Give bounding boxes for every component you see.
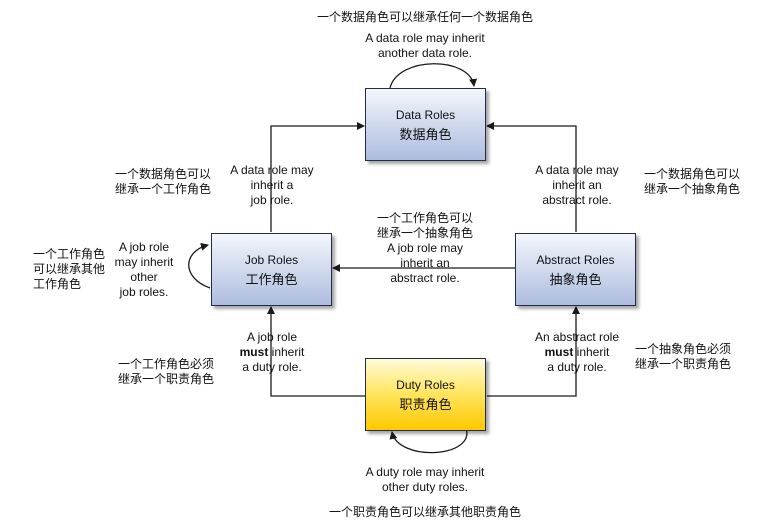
self-loop-duty <box>389 427 468 454</box>
duty-roles-box: Duty Roles 职责角色 <box>365 358 486 431</box>
job-duty-label-zh: 一个工作角色必须 继承一个职责角色 <box>118 357 215 386</box>
data-job-label-zh: 一个数据角色可以 继承一个工作角色 <box>115 167 212 196</box>
self-loop-job <box>188 242 211 289</box>
arrow-duty-to-abstract <box>487 306 580 397</box>
duty-roles-en: Duty Roles <box>396 377 455 392</box>
self-loop-data <box>389 63 478 89</box>
job-self-label-zh: 一个工作角色 可以继承其他 工作角色 <box>33 247 106 291</box>
duty-roles-zh: 职责角色 <box>399 396 452 412</box>
data-self-label-en: A data role may inherit another data rol… <box>365 31 485 60</box>
abstract-roles-box: Abstract Roles 抽象角色 <box>515 233 636 306</box>
job-duty-label-en: A job role must inherit a duty role. <box>239 330 305 374</box>
data-roles-zh: 数据角色 <box>399 126 452 142</box>
job-roles-en: Job Roles <box>244 252 299 267</box>
abstract-roles-en: Abstract Roles <box>536 252 615 267</box>
job-roles-zh: 工作角色 <box>245 271 298 287</box>
arrow-job-to-data <box>270 122 365 232</box>
arrow-abstract-to-data <box>486 122 577 232</box>
data-roles-en: Data Roles <box>395 107 456 122</box>
job-roles-box: Job Roles 工作角色 <box>211 233 332 306</box>
duty-self-label-zh: 一个职责角色可以继承其他职责角色 <box>328 505 521 519</box>
data-abstract-label-en: A data role may inherit an abstract role… <box>535 163 619 207</box>
arrow-duty-to-job <box>267 306 365 397</box>
abstract-roles-zh: 抽象角色 <box>549 271 602 287</box>
data-self-label-zh: 一个数据角色可以继承任何一个数据角色 <box>316 10 533 24</box>
abstract-duty-label-en: An abstract role must inherit a duty rol… <box>534 330 620 374</box>
data-job-label-en: A data role may inherit a job role. <box>230 163 314 207</box>
job-self-label-en: A job role may inherit other job roles. <box>114 240 174 299</box>
job-abstract-label-en: A job role may <box>386 241 464 255</box>
abstract-duty-label-zh: 一个抽象角色必须 继承一个职责角色 <box>635 342 732 371</box>
data-abstract-label-zh: 一个数据角色可以 继承一个抽象角色 <box>644 167 741 196</box>
duty-self-label-en: A duty role may inherit other duty roles… <box>365 465 485 494</box>
job-abstract-label-zh: 一个工作角色可以 <box>376 211 473 225</box>
data-roles-box: Data Roles 数据角色 <box>365 88 486 161</box>
job-abstract-label: 一个工作角色可以 继承一个抽象角色 A job role may inherit… <box>355 211 495 286</box>
